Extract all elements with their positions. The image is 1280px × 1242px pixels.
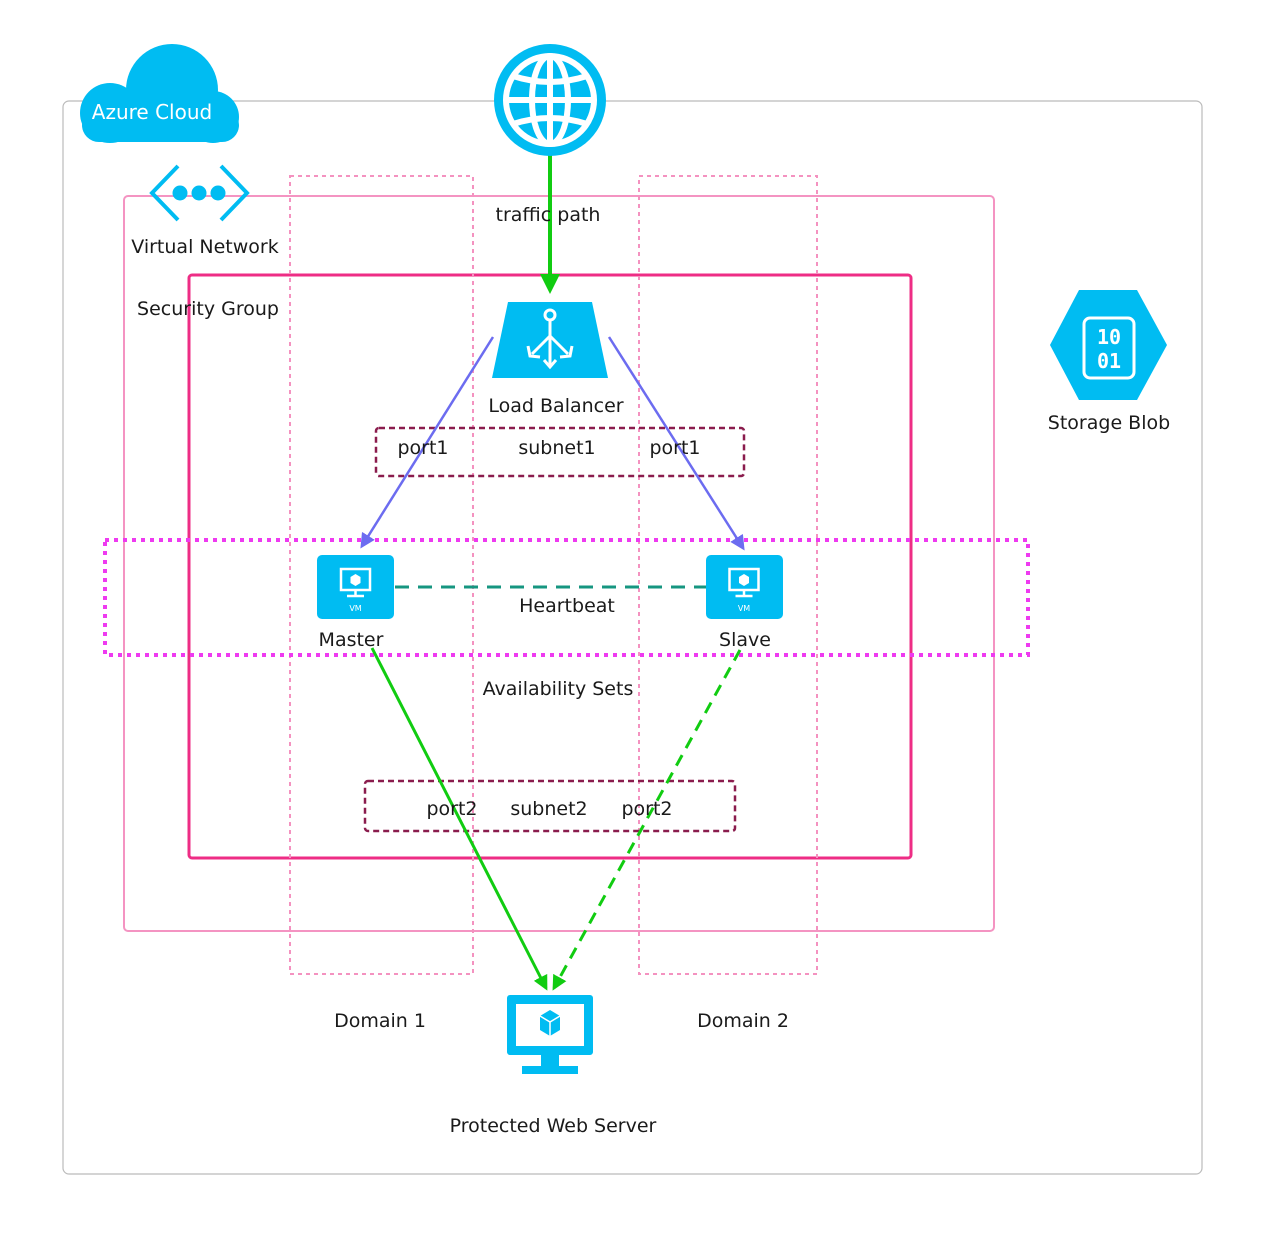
port1-left-label: port1 — [397, 437, 448, 459]
slave-label: Slave — [719, 629, 771, 651]
slave-vm-badge: VM — [738, 604, 750, 613]
availability-set-boundary — [103, 538, 1030, 657]
storage-blob-label: Storage Blob — [1048, 412, 1170, 434]
web-server-label: Protected Web Server — [450, 1115, 657, 1137]
port2-left-label: port2 — [426, 798, 477, 820]
master-vm-icon: VM — [317, 555, 394, 619]
storage-blob-icon: 10 01 — [1050, 290, 1167, 400]
virtual-network-boundary — [123, 195, 995, 932]
subnet2-label: subnet2 — [510, 798, 587, 820]
domain-2-boundary — [638, 175, 818, 975]
master-label: Master — [319, 629, 384, 651]
azure-cloud-boundary — [62, 100, 1203, 1175]
lb-to-slave-arrow — [607, 336, 745, 551]
security-group-label: Security Group — [137, 298, 279, 320]
storage-blob-bits-bottom: 01 — [1097, 349, 1121, 373]
monitor-icon — [507, 995, 593, 1074]
virtual-network-label: Virtual Network — [131, 236, 278, 258]
port2-right-label: port2 — [621, 798, 672, 820]
subnet-2-boundary — [363, 779, 737, 833]
availability-sets-label: Availability Sets — [483, 678, 634, 700]
cloud-icon — [80, 44, 239, 143]
globe-icon — [494, 44, 606, 156]
traffic-path-label: traffic path — [496, 204, 601, 226]
azure-cloud-label: Azure Cloud — [92, 100, 212, 124]
master-to-server-arrow — [370, 647, 548, 991]
master-vm-badge: VM — [349, 604, 361, 613]
port1-right-label: port1 — [649, 437, 700, 459]
heartbeat-label: Heartbeat — [519, 595, 615, 617]
load-balancer-label: Load Balancer — [488, 395, 623, 417]
lb-to-master-arrow — [360, 336, 495, 549]
domain-2-label: Domain 2 — [697, 1010, 789, 1032]
domain-1-boundary — [289, 175, 474, 975]
subnet1-label: subnet1 — [518, 437, 595, 459]
load-balancer-icon — [492, 302, 608, 378]
domain-1-label: Domain 1 — [334, 1010, 426, 1032]
slave-to-server-arrow — [552, 649, 742, 991]
slave-vm-icon: VM — [706, 555, 783, 619]
subnet-1-boundary — [374, 426, 746, 478]
storage-blob-bits-top: 10 — [1097, 325, 1121, 349]
virtual-network-icon — [149, 164, 250, 222]
